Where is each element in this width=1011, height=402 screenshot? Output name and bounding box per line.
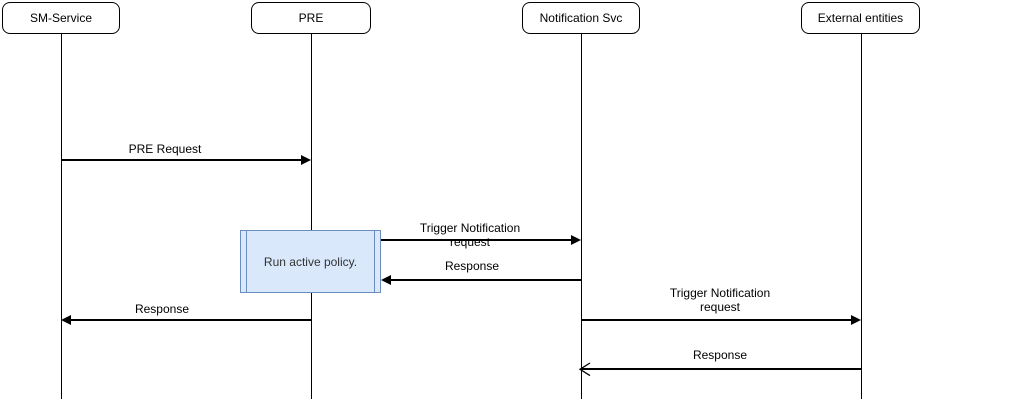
actor-sm-service: SM-Service: [2, 2, 120, 34]
message-response-3-label: Response: [692, 348, 748, 362]
message-pre-request-line: [61, 159, 301, 161]
lifeline-sm-service: [60, 34, 62, 399]
actor-pre-label: PRE: [298, 11, 324, 25]
actor-external-entities: External entities: [801, 2, 920, 34]
arrowhead-filled-right-icon: [851, 315, 861, 325]
arrowhead-filled-right-icon: [571, 235, 581, 245]
activation-right-bar: [374, 231, 375, 292]
actor-external-entities-label: External entities: [817, 11, 904, 25]
message-trigger-notification-1-label: Trigger Notification request: [419, 221, 521, 249]
activation-left-bar: [246, 231, 247, 292]
activation-label: Run active policy.: [263, 254, 358, 269]
activation-run-active-policy: Run active policy.: [240, 230, 381, 293]
actor-sm-service-label: SM-Service: [29, 11, 92, 25]
lifeline-notification-svc: [580, 34, 582, 399]
message-pre-request-label: PRE Request: [128, 142, 202, 156]
message-response-3-line: [582, 368, 861, 370]
message-trigger-notification-2-label: Trigger Notification request: [669, 286, 771, 314]
message-response-2-label: Response: [134, 302, 190, 316]
actor-notification-svc: Notification Svc: [522, 2, 640, 34]
lifeline-external-entities: [860, 34, 862, 399]
arrowhead-open-left-icon: [578, 362, 591, 377]
message-response-1-label: Response: [444, 259, 500, 273]
message-response-2-line: [70, 319, 311, 321]
arrowhead-filled-left-icon: [381, 275, 391, 285]
actor-notification-svc-label: Notification Svc: [539, 11, 623, 25]
message-trigger-notification-2-line: [581, 319, 851, 321]
lifeline-pre: [310, 34, 312, 399]
message-response-1-line: [390, 279, 581, 281]
message-trigger-notification-1-line: [381, 239, 571, 241]
arrowhead-filled-right-icon: [301, 155, 311, 165]
arrowhead-filled-left-icon: [61, 315, 71, 325]
actor-pre: PRE: [251, 2, 371, 34]
